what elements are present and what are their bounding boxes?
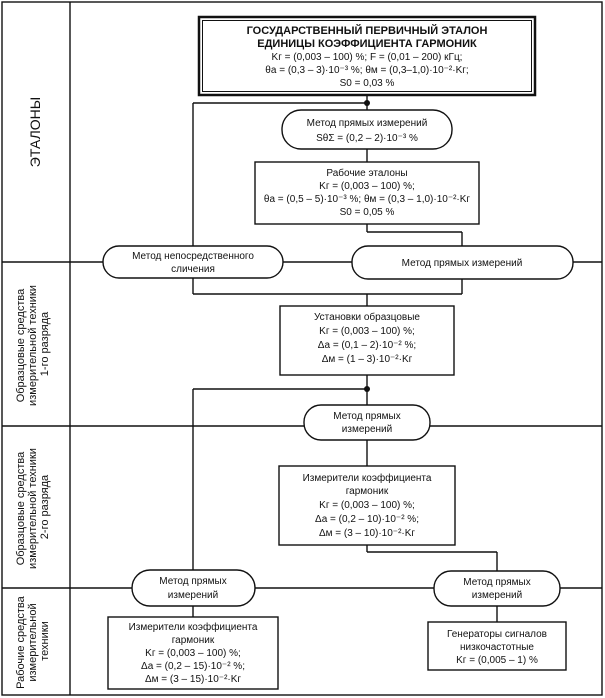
svg-text:Метод прямых измерений: Метод прямых измерений — [307, 118, 428, 129]
method-direct-top: Метод прямых измерений SθΣ = (0,2 – 2)·1… — [281, 109, 453, 150]
method-direct-2nd-rank: Метод прямых измерений — [303, 404, 431, 441]
lf-generators-box: Генераторы сигналов низкочастотные Kг = … — [427, 621, 567, 671]
method-direct-mid: Метод прямых измерений — [351, 245, 574, 280]
method-direct-comparison: Метод непосредственного сличения — [102, 245, 284, 279]
svg-text:Метод прямых: Метод прямых — [333, 411, 400, 422]
svg-text:Метод непосредственного: Метод непосредственного — [132, 251, 254, 262]
svg-text:измерений: измерений — [472, 590, 522, 601]
lane-labels: ЭТАЛОНЫ Образцовые средства измерительно… — [15, 97, 51, 689]
primary-theta: θа = (0,3 – 3)·10⁻³ %; θм = (0,3–1,0)·10… — [265, 65, 468, 76]
reference-installations-box: Установки образцовые Kг = (0,003 – 100) … — [279, 305, 455, 376]
svg-text:Метод прямых: Метод прямых — [159, 576, 226, 587]
primary-s0: S0 = 0,03 % — [340, 78, 395, 89]
svg-text:SθΣ = (0,2 – 2)·10⁻³ %: SθΣ = (0,2 – 2)·10⁻³ % — [316, 133, 418, 144]
svg-text:Измерители коэффициента: Измерители коэффициента — [303, 472, 432, 484]
svg-text:Δм = (3 – 10)·10⁻²·Kг: Δм = (3 – 10)·10⁻²·Kг — [319, 528, 415, 539]
svg-text:Установки образцовые: Установки образцовые — [314, 311, 420, 323]
svg-text:Kг = (0,003 – 100) %;: Kг = (0,003 – 100) %; — [145, 648, 241, 659]
method-direct-left: Метод прямых измерений — [131, 569, 256, 607]
svg-text:Δа = (0,1 – 2)·10⁻² %;: Δа = (0,1 – 2)·10⁻² %; — [318, 340, 416, 351]
harmonic-meters-working-box: Измерители коэффициента гармоник Kг = (0… — [107, 616, 279, 690]
svg-text:Kг = (0,003 – 100) %;: Kг = (0,003 – 100) %; — [319, 500, 415, 511]
svg-text:Δм = (1 – 3)·10⁻²·Kг: Δм = (1 – 3)·10⁻²·Kг — [322, 354, 413, 365]
svg-text:S0 = 0,05 %: S0 = 0,05 % — [340, 207, 395, 218]
svg-text:измерений: измерений — [342, 424, 392, 435]
svg-text:θа = (0,5 – 5)·10⁻³ %; θм = (0: θа = (0,5 – 5)·10⁻³ %; θм = (0,3 – 1,0)·… — [264, 194, 471, 205]
svg-text:Измерители коэффициента: Измерители коэффициента — [129, 621, 258, 633]
svg-text:измерений: измерений — [168, 590, 218, 601]
svg-text:Kг = (0,003 – 100) %;: Kг = (0,003 – 100) %; — [319, 181, 415, 192]
svg-text:Метод прямых: Метод прямых — [463, 577, 530, 588]
svg-text:Метод прямых измерений: Метод прямых измерений — [402, 258, 523, 269]
svg-text:Δм = (3 – 15)·10⁻²·Kг: Δм = (3 – 15)·10⁻²·Kг — [145, 674, 241, 685]
primary-title-line-1: ГОСУДАРСТВЕННЫЙ ПЕРВИЧНЫЙ ЭТАЛОН — [247, 24, 488, 37]
junction-dot — [364, 100, 370, 106]
method-direct-right: Метод прямых измерений — [433, 570, 561, 607]
primary-kg-range: Kг = (0,003 – 100) %; F = (0,01 – 200) к… — [272, 52, 463, 63]
svg-text:Рабочие эталоны: Рабочие эталоны — [326, 167, 407, 179]
section-label-working: Рабочие средства измерительной техники — [15, 593, 51, 689]
section-label-2nd-rank: Образцовые средства измерительной техник… — [15, 445, 51, 569]
harmonic-meters-2nd-box: Измерители коэффициента гармоник Kг = (0… — [278, 465, 456, 546]
svg-text:Δа = (0,2 – 10)·10⁻² %;: Δа = (0,2 – 10)·10⁻² %; — [315, 514, 419, 525]
svg-text:Kг = (0,005 – 1) %: Kг = (0,005 – 1) % — [456, 655, 538, 666]
section-label-etalons: ЭТАЛОНЫ — [27, 97, 43, 167]
junction-dot — [364, 386, 370, 392]
svg-text:Kг = (0,003 – 100) %;: Kг = (0,003 – 100) %; — [319, 326, 415, 337]
svg-text:гармоник: гармоник — [346, 486, 389, 497]
svg-text:гармоник: гармоник — [172, 635, 215, 646]
junction-dots — [364, 100, 370, 392]
primary-standard-box: ГОСУДАРСТВЕННЫЙ ПЕРВИЧНЫЙ ЭТАЛОН ЕДИНИЦЫ… — [197, 15, 537, 97]
svg-text:сличения: сличения — [171, 264, 215, 275]
section-label-1st-rank: Образцовые средства измерительной техник… — [15, 282, 51, 406]
svg-text:низкочастотные: низкочастотные — [460, 642, 534, 653]
svg-text:Генераторы сигналов: Генераторы сигналов — [447, 629, 547, 640]
primary-title-line-2: ЕДИНИЦЫ КОЭФФИЦИЕНТА ГАРМОНИК — [257, 38, 477, 50]
working-standards-box: Рабочие эталоны Kг = (0,003 – 100) %; θа… — [254, 161, 480, 225]
svg-text:Δа = (0,2 – 15)·10⁻² %;: Δа = (0,2 – 15)·10⁻² %; — [141, 661, 245, 672]
connectors — [192, 95, 498, 622]
